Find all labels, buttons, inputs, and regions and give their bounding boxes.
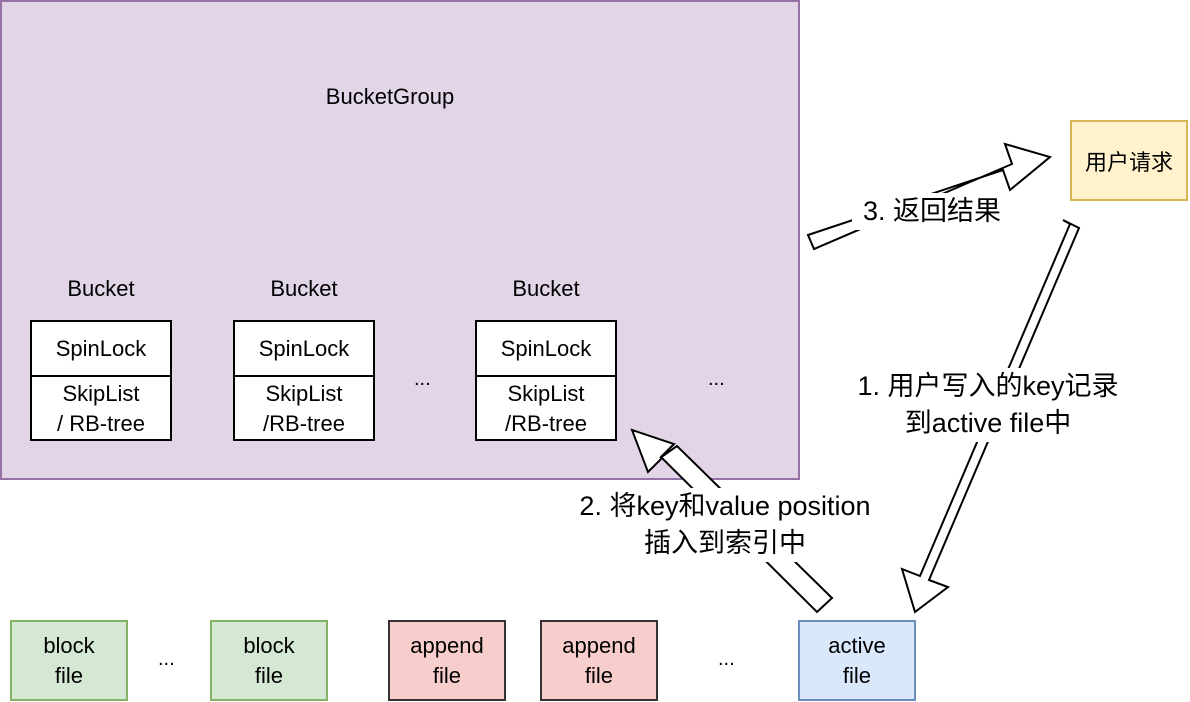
step1-line2: 到active file中 xyxy=(904,408,1072,438)
spinlock-cell: SpinLock xyxy=(235,322,373,377)
file-line2: file xyxy=(842,662,872,688)
spinlock-cell: SpinLock xyxy=(32,322,170,377)
skiplist-line2: / RB-tree xyxy=(56,411,146,436)
ellipsis: ... xyxy=(708,368,725,390)
active-file: active file xyxy=(798,620,916,701)
bucket-label: Bucket xyxy=(270,276,338,301)
file-line1: active xyxy=(828,632,886,658)
skiplist-line1: SkipList xyxy=(265,381,343,406)
file-line1: block xyxy=(243,632,295,658)
skiplist-cell: SkipList / RB-tree xyxy=(32,377,170,439)
step2-label: 2. 将key和value position 插入到索引中 xyxy=(560,488,890,562)
bucket-group-title: BucketGroup xyxy=(325,84,455,109)
skiplist-line2: /RB-tree xyxy=(263,411,345,436)
append-file: append file xyxy=(540,620,658,701)
bucket-box: SpinLock SkipList / RB-tree xyxy=(30,320,172,441)
bucket-box: SpinLock SkipList/RB-tree xyxy=(233,320,375,441)
file-line1: append xyxy=(562,632,636,658)
block-file: block file xyxy=(10,620,128,701)
block-file: block file xyxy=(210,620,328,701)
file-line2: file xyxy=(254,662,284,688)
file-line2: file xyxy=(432,662,462,688)
skiplist-line2: /RB-tree xyxy=(505,411,587,436)
file-line1: block xyxy=(43,632,95,658)
file-line2: file xyxy=(54,662,84,688)
step2-line2: 插入到索引中 xyxy=(644,528,806,558)
file-line2: file xyxy=(584,662,614,688)
step1-label: 1. 用户写入的key记录 到active file中 xyxy=(838,368,1138,442)
step3-label: 3. 返回结果 xyxy=(852,193,1012,230)
ellipsis: ... xyxy=(414,368,431,390)
skiplist-cell: SkipList/RB-tree xyxy=(477,377,615,439)
skiplist-line1: SkipList xyxy=(507,381,585,406)
bucket-label: Bucket xyxy=(67,276,135,301)
user-request-box: 用户请求 xyxy=(1070,120,1188,201)
step2-line1: 2. 将key和value position xyxy=(579,491,871,521)
bucket-box: SpinLock SkipList/RB-tree xyxy=(475,320,617,441)
append-file: append file xyxy=(388,620,506,701)
ellipsis: ... xyxy=(718,648,735,670)
skiplist-line1: SkipList xyxy=(62,381,140,406)
spinlock-cell: SpinLock xyxy=(477,322,615,377)
file-line1: append xyxy=(410,632,484,658)
step1-line1: 1. 用户写入的key记录 xyxy=(857,371,1119,401)
skiplist-cell: SkipList/RB-tree xyxy=(235,377,373,439)
ellipsis: ... xyxy=(158,648,175,670)
bucket-label: Bucket xyxy=(512,276,580,301)
